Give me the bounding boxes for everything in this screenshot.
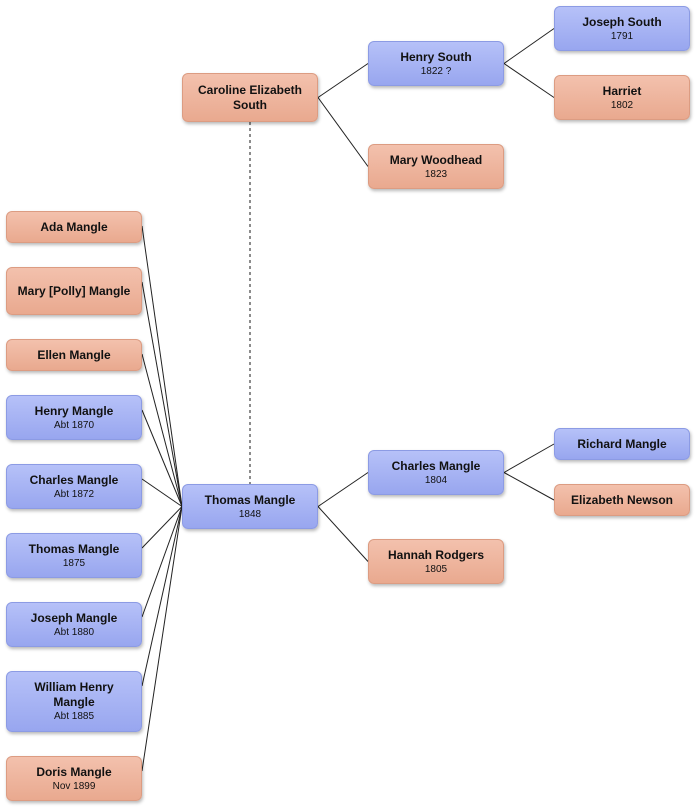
person-box-caroline[interactable]: Caroline Elizabeth South	[182, 73, 318, 122]
person-date: 1791	[610, 30, 634, 42]
connector-line	[503, 28, 555, 64]
connector-line	[141, 478, 183, 507]
person-name: Ellen Mangle	[37, 347, 111, 362]
connector-line	[503, 443, 555, 473]
person-date: 1822 ?	[420, 65, 452, 77]
person-box-ada[interactable]: Ada Mangle	[6, 211, 142, 243]
person-date: Abt 1880	[53, 626, 95, 638]
person-name: Elizabeth Newson	[570, 492, 674, 507]
person-name: Hannah Rodgers	[387, 547, 484, 562]
person-name: Charles Mangle	[391, 458, 481, 473]
connector-line	[141, 225, 183, 507]
connector-line	[141, 281, 183, 507]
person-box-ellen[interactable]: Ellen Mangle	[6, 339, 142, 371]
person-name: Richard Mangle	[577, 436, 667, 451]
connector-line	[141, 506, 183, 687]
connector-line	[317, 97, 369, 167]
person-date: 1823	[424, 168, 448, 180]
connector-line	[317, 506, 369, 562]
person-name: Thomas Mangle	[204, 492, 296, 507]
connector-line	[141, 506, 183, 549]
person-date: 1848	[238, 508, 262, 520]
person-name: Joseph Mangle	[30, 610, 118, 625]
connector-line	[141, 506, 183, 772]
connector-line	[141, 353, 183, 507]
person-name: Joseph South	[582, 14, 662, 29]
person-name: Henry South	[400, 49, 472, 64]
person-date: 1875	[62, 557, 86, 569]
connector-line	[317, 63, 369, 98]
connector-line	[141, 409, 183, 507]
person-name: Doris Mangle	[36, 764, 112, 779]
person-name: Mary Woodhead	[389, 152, 483, 167]
person-box-mary-polly[interactable]: Mary [Polly] Mangle	[6, 267, 142, 315]
person-date: Abt 1872	[53, 488, 95, 500]
person-name: Ada Mangle	[40, 219, 108, 234]
person-box-elizabeth-newson[interactable]: Elizabeth Newson	[554, 484, 690, 516]
person-name: Thomas Mangle	[28, 541, 120, 556]
person-name: Caroline Elizabeth South	[197, 82, 303, 112]
person-date: Nov 1899	[52, 780, 96, 792]
connector-line	[317, 472, 369, 507]
person-date: Abt 1870	[53, 419, 95, 431]
connector-line	[503, 472, 555, 501]
person-date: 1802	[610, 99, 634, 111]
person-date: 1805	[424, 563, 448, 575]
person-date: Abt 1885	[53, 711, 95, 722]
person-name: Charles Mangle	[29, 472, 119, 487]
person-name: Harriet	[602, 83, 642, 98]
person-box-richard[interactable]: Richard Mangle	[554, 428, 690, 460]
person-name: William Henry Mangle	[34, 680, 114, 709]
connector-line	[503, 63, 555, 98]
person-name: Henry Mangle	[34, 403, 114, 418]
person-name: Mary [Polly] Mangle	[17, 283, 131, 298]
person-date: 1804	[424, 474, 448, 486]
connector-line	[141, 506, 183, 618]
